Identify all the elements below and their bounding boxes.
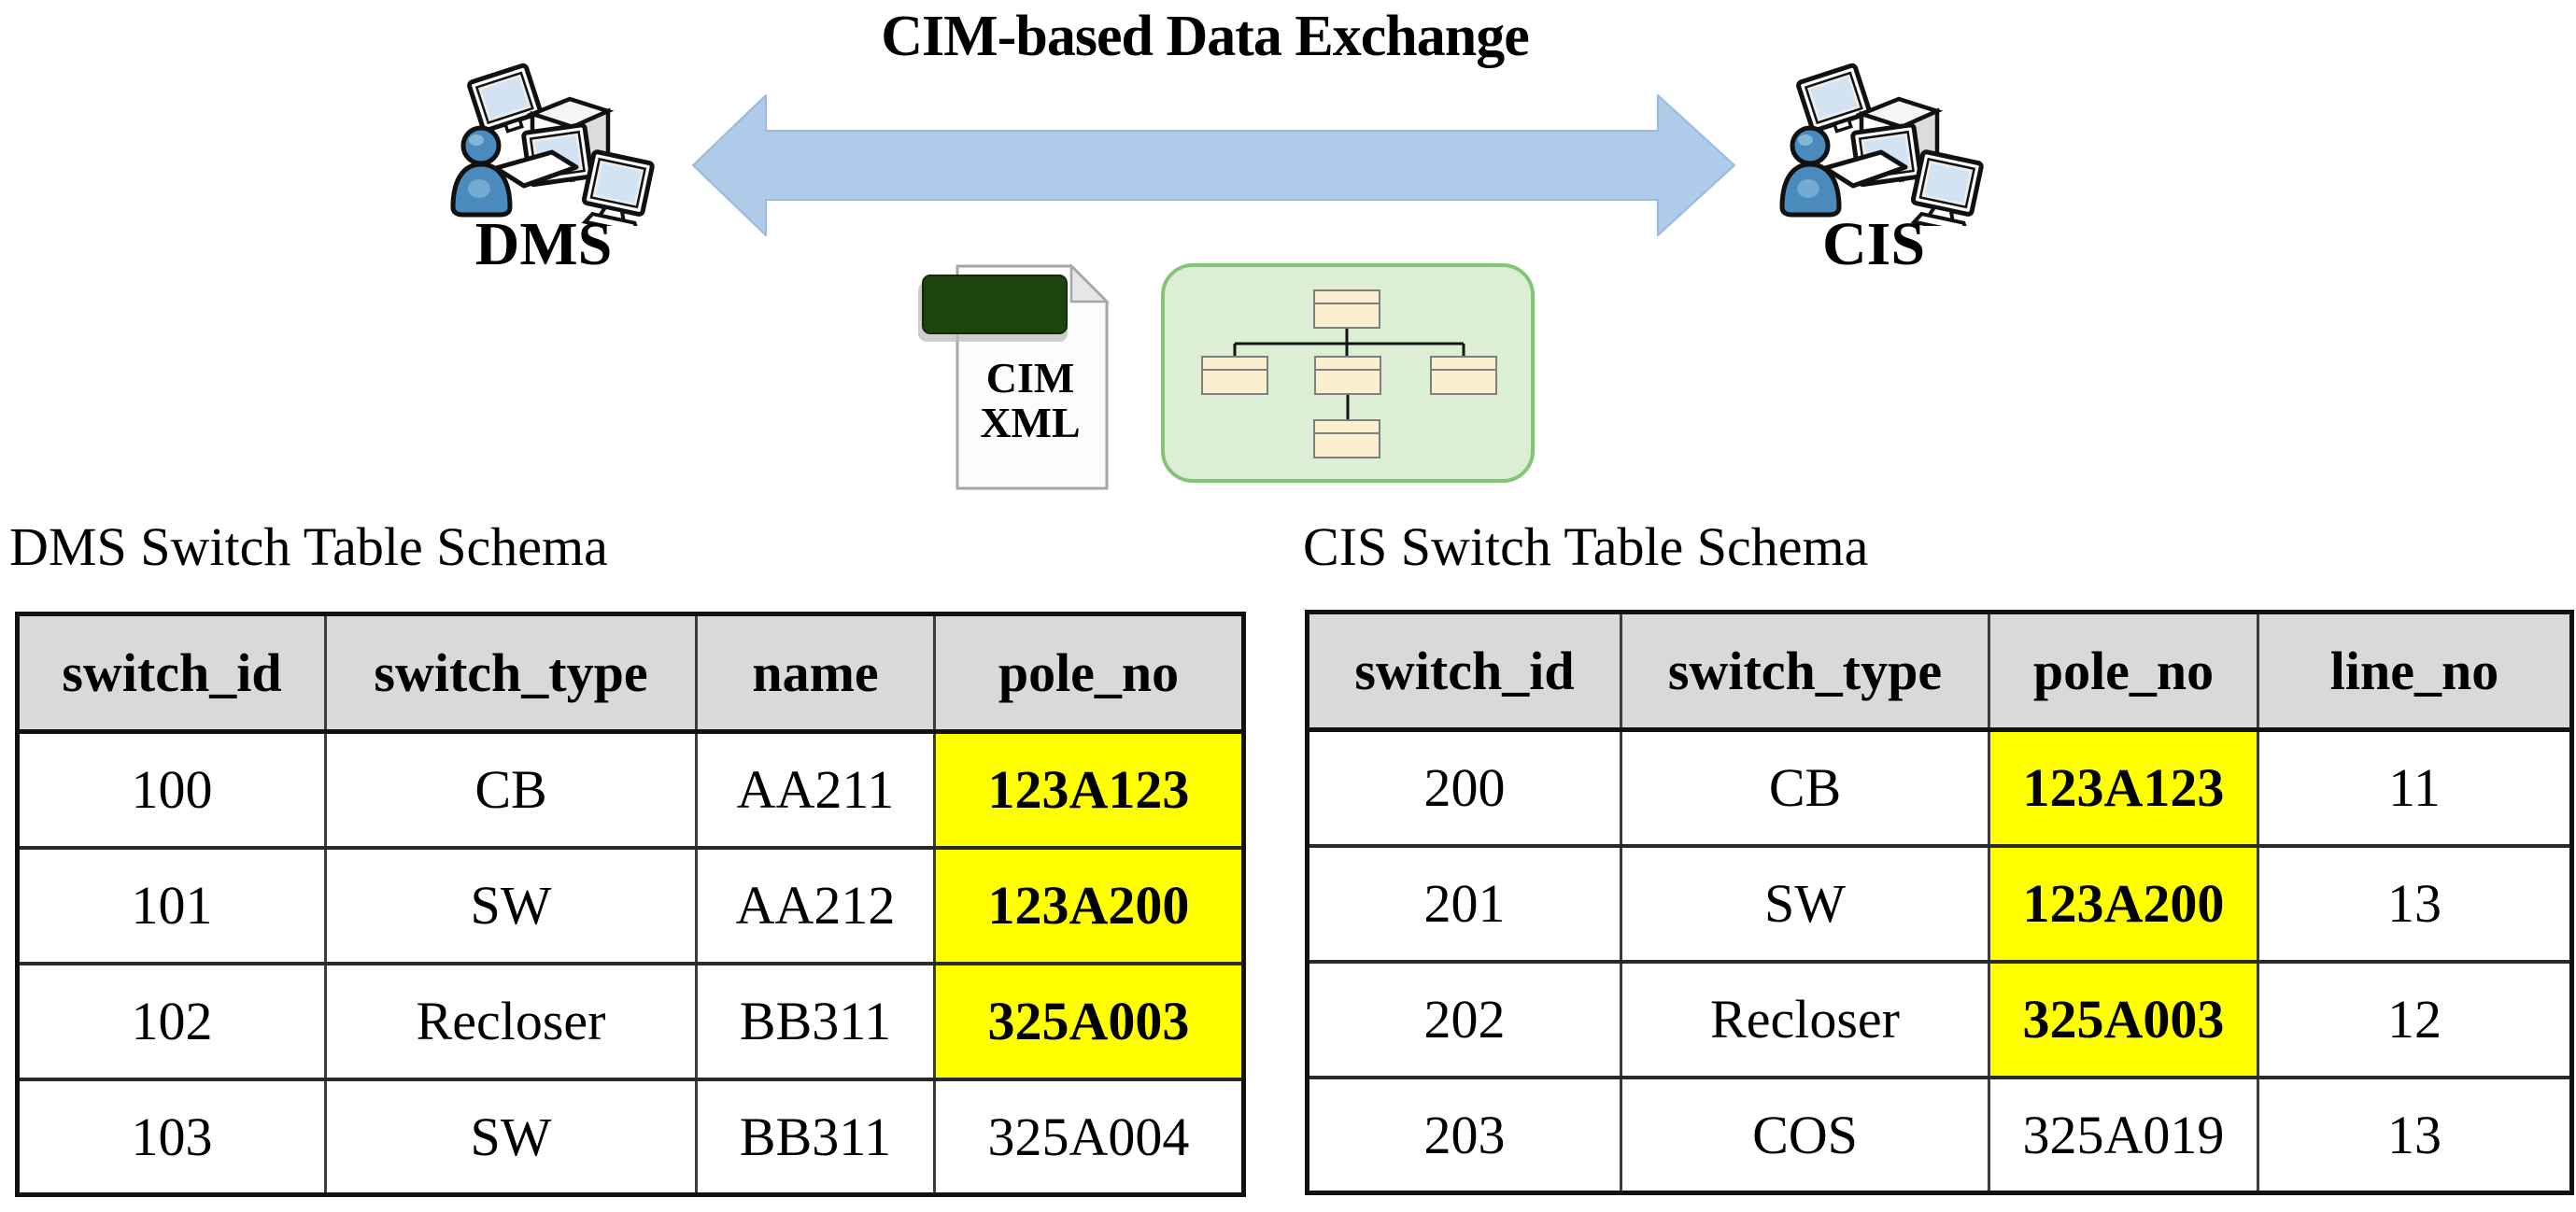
table-cell: 202 <box>1306 959 1622 1078</box>
table-row: 100 CB AA211 123A123 <box>16 729 1245 849</box>
tree-connector-lines <box>1233 329 1465 420</box>
table-row: 200 CB 123A123 11 <box>1306 727 2573 847</box>
dms-label: DMS <box>474 210 613 278</box>
table-cell: SW <box>324 1077 698 1196</box>
column-header: switch_id <box>1306 611 1622 732</box>
table-cell: Recloser <box>1620 959 1990 1078</box>
dms-schema-title: DMS Switch Table Schema <box>9 516 608 577</box>
table-cell: 201 <box>1306 843 1622 963</box>
table-cell-highlighted: 123A200 <box>933 845 1245 965</box>
table-cell-highlighted: 123A123 <box>933 729 1245 849</box>
table-cell-highlighted: 325A003 <box>1988 959 2259 1078</box>
dms-switch-table: switch_id switch_type name pole_no 100 C… <box>15 612 1246 1197</box>
table-row: 101 SW AA212 123A200 <box>16 845 1245 965</box>
table-cell: 13 <box>2257 1075 2573 1194</box>
table-header-row: switch_id switch_type pole_no line_no <box>1306 611 2573 732</box>
table-cell: 325A004 <box>933 1077 1245 1196</box>
table-cell: 13 <box>2257 843 2573 963</box>
cis-switch-table: switch_id switch_type pole_no line_no 20… <box>1305 610 2574 1195</box>
dms-workstation-icon <box>434 49 658 226</box>
table-cell: 101 <box>16 845 327 965</box>
table-cell: 102 <box>16 961 327 1080</box>
table-cell: AA212 <box>695 845 936 965</box>
cim-xml-document-icon: CIM XML <box>918 262 1111 490</box>
tree-node-root <box>1313 289 1380 329</box>
table-row: 102 Recloser BB311 325A003 <box>16 961 1245 1080</box>
cim-model-tree-panel <box>1161 263 1535 483</box>
tree-node-right <box>1430 356 1497 395</box>
table-cell: 12 <box>2257 959 2573 1078</box>
table-cell: 203 <box>1306 1075 1622 1194</box>
column-header: line_no <box>2257 611 2573 732</box>
column-header: name <box>695 613 936 734</box>
table-cell: AA211 <box>695 729 936 849</box>
table-cell: SW <box>1620 843 1990 963</box>
table-row: 201 SW 123A200 13 <box>1306 843 2573 963</box>
table-cell-highlighted: 123A200 <box>1988 843 2259 963</box>
table-cell: 103 <box>16 1077 327 1196</box>
cis-workstation-icon <box>1763 49 1988 226</box>
figure-title: CIM-based Data Exchange <box>881 5 1529 68</box>
data-exchange-arrow-icon <box>692 94 1735 236</box>
column-header: switch_type <box>324 613 698 734</box>
table-header-row: switch_id switch_type name pole_no <box>16 613 1245 734</box>
table-cell: 200 <box>1306 727 1622 847</box>
cis-schema-title: CIS Switch Table Schema <box>1303 516 1869 577</box>
column-header: switch_id <box>16 613 327 734</box>
table-cell: SW <box>324 845 698 965</box>
cim-doc-line2: XML <box>980 399 1080 446</box>
cis-label: CIS <box>1821 210 1926 278</box>
table-cell: BB311 <box>695 1077 936 1196</box>
tree-node-left <box>1201 356 1268 395</box>
table-cell-highlighted: 325A003 <box>933 961 1245 1080</box>
table-cell: 11 <box>2257 727 2573 847</box>
table-cell: Recloser <box>324 961 698 1080</box>
table-row: 202 Recloser 325A003 12 <box>1306 959 2573 1078</box>
table-cell: CB <box>1620 727 1990 847</box>
table-cell: COS <box>1620 1075 1990 1194</box>
table-row: 203 COS 325A019 13 <box>1306 1075 2573 1194</box>
column-header: pole_no <box>933 613 1245 734</box>
table-cell: 100 <box>16 729 327 849</box>
column-header: switch_type <box>1620 611 1990 732</box>
table-cell: 325A019 <box>1988 1075 2259 1194</box>
tree-node-bottom <box>1313 419 1380 458</box>
cim-doc-line1: CIM <box>986 354 1075 402</box>
table-cell: BB311 <box>695 961 936 1080</box>
tree-node-center <box>1314 356 1381 395</box>
table-row: 103 SW BB311 325A004 <box>16 1077 1245 1196</box>
table-cell: CB <box>324 729 698 849</box>
column-header: pole_no <box>1988 611 2259 732</box>
table-cell-highlighted: 123A123 <box>1988 727 2259 847</box>
